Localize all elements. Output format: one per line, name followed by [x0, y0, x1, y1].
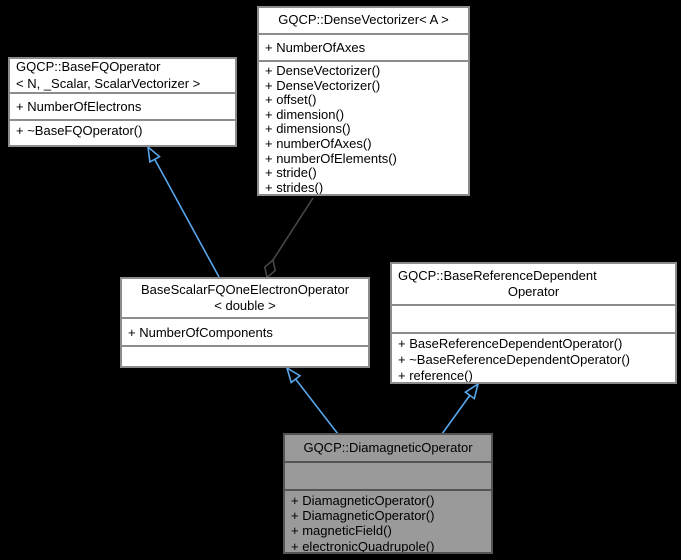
class-attributes: + NumberOfAxes	[259, 33, 468, 60]
method-item: + dimensions()	[265, 121, 351, 137]
class-title: GQCP::DenseVectorizer< A >	[259, 8, 468, 33]
method-item: + stride()	[265, 165, 317, 181]
attribute-item: + NumberOfAxes	[265, 40, 366, 55]
method-item: + BaseReferenceDependentOperator()	[398, 336, 623, 351]
class-box-diamagnetic-operator[interactable]: GQCP::DiamagneticOperator + DiamagneticO…	[283, 433, 493, 554]
class-box-base-fq-operator[interactable]: GQCP::BaseFQOperator < N, _Scalar, Scala…	[8, 57, 237, 147]
method-item: + electronicQuadrupole()	[291, 538, 435, 552]
class-methods: + ~BaseFQOperator()	[10, 119, 235, 145]
class-attributes: + NumberOfElectrons	[10, 92, 235, 119]
class-attributes: + NumberOfComponents	[122, 317, 368, 345]
class-attributes	[285, 461, 491, 489]
method-item: + ~BaseFQOperator()	[16, 123, 143, 138]
class-methods: + BaseReferenceDependentOperator() + ~Ba…	[392, 332, 675, 382]
class-title-line: GQCP::BaseReferenceDependent	[398, 267, 597, 283]
class-title: GQCP::DiamagneticOperator	[285, 435, 491, 461]
inheritance-edge	[153, 158, 220, 278]
class-methods: + DiamagneticOperator() + DiamagneticOpe…	[285, 489, 491, 552]
method-item: + DenseVectorizer()	[265, 63, 381, 78]
method-item: + numberOfAxes()	[265, 135, 372, 151]
method-item: + ~BaseReferenceDependentOperator()	[398, 352, 630, 367]
inheritance-edge	[294, 378, 339, 435]
inheritance-arrowhead-icon	[146, 145, 161, 164]
class-title-line: GQCP::DenseVectorizer< A >	[278, 12, 449, 28]
class-title-line: Operator	[507, 284, 560, 299]
method-item: + dimension()	[265, 106, 345, 122]
class-title: GQCP::BaseReferenceDependent Operator	[392, 264, 675, 304]
class-box-base-reference-dependent-operator[interactable]: GQCP::BaseReferenceDependent Operator + …	[390, 262, 677, 384]
attribute-item: + NumberOfComponents	[128, 324, 273, 340]
method-item: + reference()	[398, 368, 473, 382]
class-template-params: < double >	[214, 298, 276, 313]
method-item: + DenseVectorizer()	[265, 77, 381, 93]
method-item: + magneticField()	[291, 523, 392, 539]
class-template-params: < N, _Scalar, ScalarVectorizer >	[16, 75, 201, 91]
inheritance-arrowhead-icon	[285, 366, 302, 384]
class-box-base-scalar-fq-one-electron-operator[interactable]: BaseScalarFQOneElectronOperator < double…	[120, 277, 370, 368]
class-attributes	[392, 304, 675, 332]
class-title: GQCP::BaseFQOperator < N, _Scalar, Scala…	[10, 59, 235, 92]
class-methods	[122, 345, 368, 366]
method-item: + numberOfElements()	[265, 150, 397, 166]
class-title-line: GQCP::DiamagneticOperator	[303, 439, 473, 455]
inheritance-arrowhead-icon	[463, 382, 480, 400]
class-methods: + DenseVectorizer() + DenseVectorizer() …	[259, 60, 468, 194]
method-item: + DiamagneticOperator()	[291, 508, 435, 524]
method-item: + DiamagneticOperator()	[291, 493, 435, 508]
inheritance-edge	[441, 394, 471, 435]
aggregation-diamond-icon	[263, 258, 277, 279]
class-title-line: GQCP::BaseFQOperator	[16, 59, 161, 74]
method-item: + offset()	[265, 92, 317, 108]
class-title: BaseScalarFQOneElectronOperator < double…	[122, 279, 368, 317]
aggregation-edge	[272, 197, 314, 261]
class-title-line: BaseScalarFQOneElectronOperator	[140, 281, 350, 297]
attribute-item: + NumberOfElectrons	[16, 99, 142, 114]
class-box-dense-vectorizer[interactable]: GQCP::DenseVectorizer< A > + NumberOfAxe…	[257, 6, 470, 196]
method-item: + strides()	[265, 179, 324, 194]
